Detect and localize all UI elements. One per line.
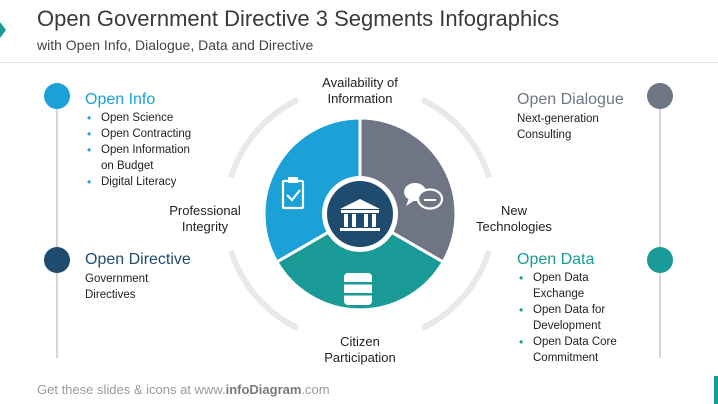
text-line: Consulting (517, 129, 572, 141)
page-title: Open Government Directive 3 Segments Inf… (37, 6, 560, 31)
text-line: Next-generation (517, 113, 599, 125)
outer-ring-arc-bottom-right (421, 249, 492, 331)
list-item-continuation: on Budget (87, 158, 191, 174)
list-item-text: Development (533, 320, 601, 332)
ring-label-top: Availability of Information (300, 75, 420, 107)
open-data-dot (647, 247, 673, 273)
list-item: Digital Literacy (87, 174, 191, 190)
outer-ring-arc-top-right (421, 97, 492, 179)
list-item-text: on Budget (101, 160, 154, 172)
left-timeline-line (56, 108, 58, 358)
government-building-icon (340, 199, 380, 231)
outer-ring-arc-bottom-left (228, 249, 299, 331)
corner-accent-bottom (714, 376, 718, 404)
right-timeline-line (659, 108, 661, 358)
ring-label-line: Participation (324, 350, 396, 365)
open-directive-dot (44, 247, 70, 273)
segment-teal (274, 212, 446, 312)
ring-label-line: New (500, 203, 527, 218)
ring-label-right: New Technologies (466, 203, 562, 235)
list-item: Open Information (87, 142, 191, 158)
ring-label-left: Professional Integrity (156, 203, 254, 235)
corner-accent (0, 22, 6, 38)
ring-label-line: Information (327, 91, 393, 106)
list-item: Open Data Core (519, 334, 617, 350)
outer-ring-arc-top-left (228, 97, 299, 179)
list-item: Open Data (519, 270, 617, 286)
open-data-list: Open Data Exchange Open Data for Develop… (519, 270, 617, 366)
footer-credit: Get these slides & icons at www.infoDiag… (37, 382, 330, 397)
open-data-heading: Open Data (517, 251, 595, 268)
footer-brand: infoDiagram (225, 382, 302, 397)
open-dialogue-dot (647, 83, 673, 109)
page-subtitle: with Open Info, Dialogue, Data and Direc… (37, 37, 314, 53)
list-item-continuation: Development (519, 318, 617, 334)
list-item-continuation: Commitment (519, 350, 617, 366)
open-directive-text: Government Directives (85, 271, 148, 303)
list-item: Open Science (87, 110, 191, 126)
text-line: Government (85, 273, 149, 285)
footer-suffix: .com (301, 382, 330, 397)
list-item-continuation: Exchange (519, 286, 617, 302)
header-divider (0, 62, 718, 63)
center-circle (327, 181, 393, 247)
ring-label-line: Citizen (340, 334, 380, 349)
text-line: Directives (85, 289, 136, 301)
open-info-dot (44, 83, 70, 109)
footer-prefix: Get these slides & icons at www. (37, 382, 226, 397)
open-info-heading: Open Info (85, 91, 156, 108)
database-icon (344, 273, 372, 305)
ring-label-line: Availability of (322, 75, 398, 90)
ring-label-line: Professional (169, 203, 241, 218)
chat-bubbles-icon (404, 183, 444, 210)
clipboard-check-icon (281, 177, 305, 210)
open-directive-heading: Open Directive (85, 251, 191, 268)
list-item: Open Contracting (87, 126, 191, 142)
open-dialogue-heading: Open Dialogue (517, 91, 624, 108)
list-item-text: Commitment (533, 352, 599, 364)
open-info-list: Open Science Open Contracting Open Infor… (87, 110, 191, 190)
list-item-text: Exchange (533, 288, 585, 300)
open-dialogue-text: Next-generation Consulting (517, 111, 599, 143)
ring-label-bottom: Citizen Participation (300, 334, 420, 366)
list-item: Open Data for (519, 302, 617, 318)
ring-label-line: Integrity (181, 219, 229, 234)
ring-label-line: Technologies (476, 219, 552, 234)
